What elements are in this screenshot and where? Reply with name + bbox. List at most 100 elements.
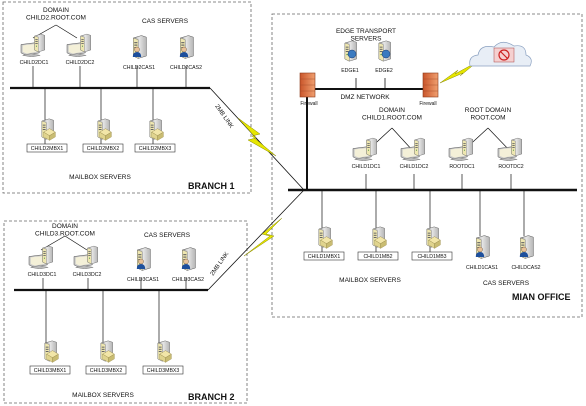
server-name: CHILD1MB3 — [417, 254, 446, 260]
branch1-mbx: CHILD2MBX1 CHILD2MBX2 CHILD2MBX3 — [26, 118, 176, 153]
main-mailbox-label: MAILBOX SERVERS — [339, 277, 401, 284]
mbx-server: CHILD1MB3 — [411, 226, 453, 261]
server-label-box — [142, 365, 184, 375]
dc-server: CHILD2DC1 — [20, 33, 49, 66]
edge-server: EDGE2 — [375, 40, 393, 74]
internet-cloud-icon — [469, 41, 532, 67]
main-office-title: MIAN OFFICE — [512, 292, 571, 302]
server-label-box — [26, 143, 68, 153]
edge-shield-icon — [381, 49, 391, 59]
server-tower-icon — [414, 137, 426, 157]
server-label-box — [303, 251, 345, 261]
branch1-region — [2, 1, 252, 194]
branch1-mailbox-label: MAILBOX SERVERS — [69, 174, 131, 181]
server-name: CHILD1DC2 — [400, 164, 429, 170]
branch2-title: BRANCH 2 — [188, 392, 235, 402]
server-name: ROOTDC2 — [498, 164, 523, 170]
server-tower-icon — [42, 245, 54, 265]
dc-server: CHILD1DC1 — [352, 137, 381, 170]
server-name: CHILD1DC1 — [352, 164, 381, 170]
root-dc: ROOTDC1 ROOTDC2 — [448, 137, 524, 170]
mbx-server: CHILD3MBX3 — [142, 340, 184, 375]
cas-server: CHILD3CAS2 — [172, 247, 204, 283]
mbx-server: CHILD2MBX2 — [82, 118, 124, 153]
child1-dc: CHILD1DC1 CHILD1DC2 — [352, 137, 429, 170]
edge-servers: EDGE1 EDGE2 — [341, 40, 393, 74]
branch1-link-label: 2MB LINK — [213, 104, 234, 130]
server-tower-icon — [34, 33, 46, 53]
server-name: CHILD1MB2 — [363, 254, 392, 260]
server-name: CHILD1MBX1 — [308, 254, 341, 260]
dmz-network-label: DMZ NETWORK — [340, 94, 390, 101]
server-name: CHILD3DC2 — [73, 272, 102, 278]
firewall-left-icon — [299, 72, 316, 98]
cas-server: CHILDCAS2 — [511, 235, 541, 271]
server-name: CHILD2DC1 — [20, 60, 49, 66]
cas-server: CHILD3CAS1 — [127, 247, 159, 283]
server-name: EDGE2 — [375, 68, 393, 74]
main-cas-label: CAS SERVERS — [483, 280, 530, 287]
server-name: CHILD1CAS1 — [466, 265, 498, 271]
main-cas: CHILD1CAS1 CHILDCAS2 — [466, 235, 541, 271]
mbx-server: CHILD3MBX2 — [85, 340, 127, 375]
server-tower-icon — [80, 33, 92, 53]
server-label-box — [411, 251, 453, 261]
branch1-cas-label: CAS SERVERS — [142, 18, 189, 25]
server-tower-icon — [366, 137, 378, 157]
dc-server: CHILD1DC2 — [400, 137, 429, 170]
dc-server: CHILD3DC2 — [73, 245, 102, 278]
mbx-server: CHILD1MBX1 — [303, 226, 345, 261]
mbx-server: CHILD2MBX1 — [26, 118, 68, 153]
server-label-box — [82, 143, 124, 153]
server-name: ROOTDC1 — [449, 164, 474, 170]
branch2-region — [3, 220, 248, 404]
server-label-box — [134, 143, 176, 153]
server-name: CHILD3DC1 — [28, 272, 57, 278]
mbx-server: CHILD3MBX1 — [29, 340, 71, 375]
server-name: CHILDCAS2 — [511, 265, 540, 271]
server-name: CHILD3CAS1 — [127, 277, 159, 283]
edge-server: EDGE1 — [341, 40, 359, 74]
cas-server: CHILD1CAS1 — [466, 235, 498, 271]
server-tower-icon — [87, 245, 99, 265]
branch2-cas: CHILD3CAS1 CHILD3CAS2 — [127, 247, 204, 283]
server-name: CHILD2MBX3 — [139, 146, 172, 152]
dc-server: CHILD2DC2 — [66, 33, 95, 66]
server-name: EDGE1 — [341, 68, 359, 74]
server-name: CHILD2MBX2 — [87, 146, 120, 152]
branch2-lightning-icon — [243, 217, 283, 257]
server-label-box — [29, 365, 71, 375]
mbx-server: CHILD2MBX3 — [134, 118, 176, 153]
server-name: CHILD3CAS2 — [172, 277, 204, 283]
server-label-box — [357, 251, 399, 261]
cas-server: CHILD2CAS2 — [170, 35, 202, 71]
branch2-dc: CHILD3DC1 CHILD3DC2 — [28, 245, 102, 278]
firewall-left-label: Firewall — [300, 101, 317, 107]
server-tower-icon — [511, 137, 523, 157]
branch2-cas-label: CAS SERVERS — [144, 232, 191, 239]
server-name: CHILD3MBX1 — [34, 368, 67, 374]
cas-server: CHILD2CAS1 — [123, 35, 155, 71]
server-name: CHILD3MBX3 — [147, 368, 180, 374]
branch1-title: BRANCH 1 — [188, 181, 235, 191]
branch1-dc: CHILD2DC1 CHILD2DC2 — [20, 33, 95, 66]
server-name: CHILD2MBX1 — [31, 146, 64, 152]
server-label-box — [85, 365, 127, 375]
branch2-mailbox-label: MAILBOX SERVERS — [72, 392, 134, 399]
firewall-right-icon — [422, 72, 439, 98]
server-name: CHILD2CAS2 — [170, 65, 202, 71]
branch2-link-label: 2MB LINK — [210, 251, 231, 277]
server-name: CHILD3MBX2 — [90, 368, 123, 374]
server-name: CHILD2DC2 — [66, 60, 95, 66]
main-mbx: CHILD1MBX1 CHILD1MB2 CHILD1MB3 — [303, 226, 453, 261]
firewall-right-label: Firewall — [419, 101, 436, 107]
